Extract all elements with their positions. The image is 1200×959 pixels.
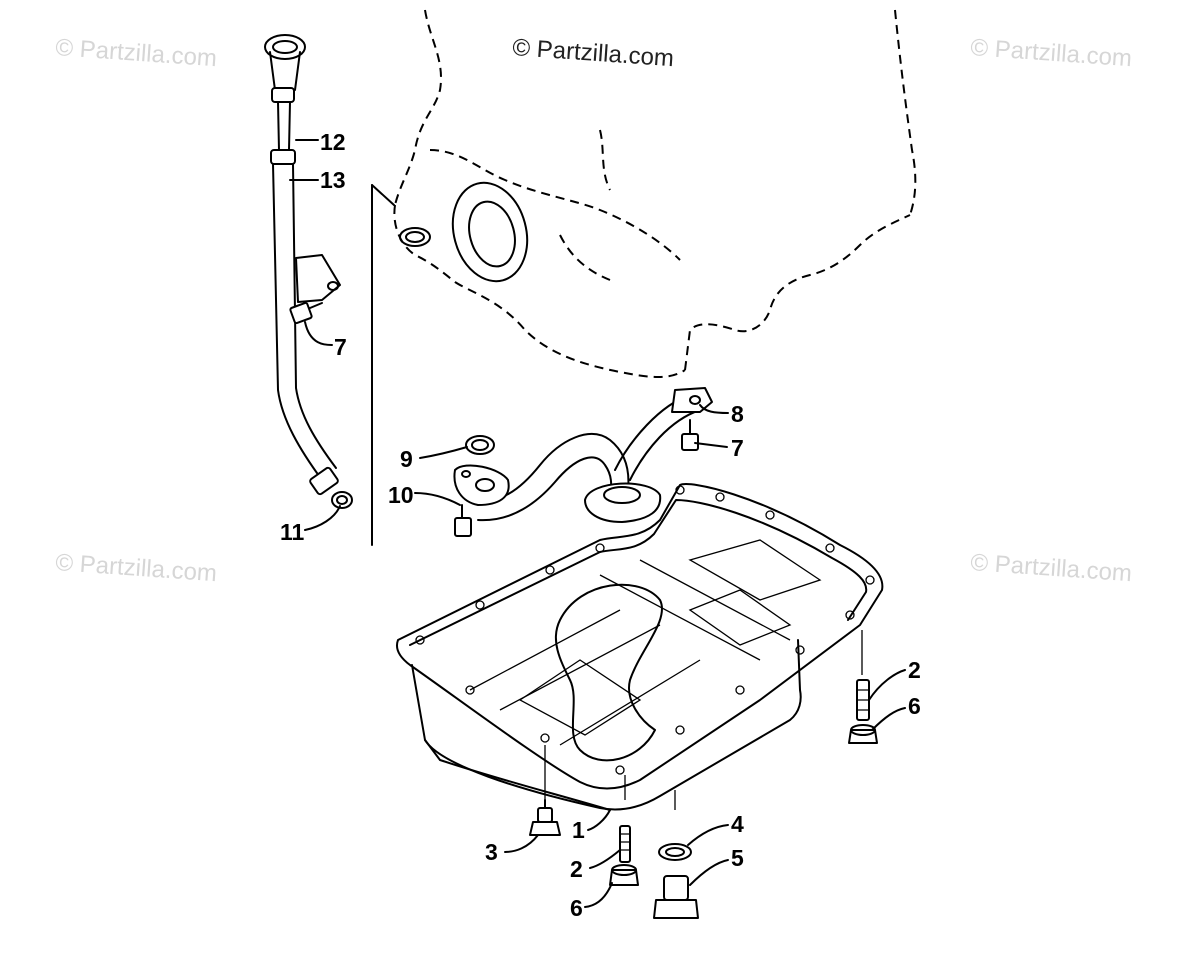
flange-bolt-holes <box>415 485 875 775</box>
callout-labels: 12 13 7 8 7 9 10 11 2 6 4 5 1 2 6 3 <box>280 129 921 921</box>
callout-2-center: 2 <box>570 856 583 882</box>
callout-12: 12 <box>320 129 346 155</box>
callout-3: 3 <box>485 839 498 865</box>
watermark-top-right: © Partzilla.com <box>970 34 1133 72</box>
callout-13: 13 <box>320 167 346 193</box>
callout-6-center: 6 <box>570 895 583 921</box>
callout-7-right: 7 <box>731 435 744 461</box>
leader-lines <box>289 139 906 908</box>
callout-2-right: 2 <box>908 657 921 683</box>
callout-7-left: 7 <box>334 334 347 360</box>
dipstick-assembly <box>264 34 353 509</box>
callout-6-right: 6 <box>908 693 921 719</box>
pan-hardware <box>529 679 878 919</box>
callout-5: 5 <box>731 845 744 871</box>
engine-block-outline <box>371 9 917 546</box>
callout-9: 9 <box>400 446 413 472</box>
callout-1: 1 <box>572 817 585 843</box>
watermark-mid-left: © Partzilla.com <box>55 549 218 587</box>
watermark-mid-right: © Partzilla.com <box>970 549 1133 587</box>
callout-11: 11 <box>280 519 305 545</box>
callout-10: 10 <box>388 482 414 508</box>
callout-8: 8 <box>731 401 744 427</box>
watermark-top-left: © Partzilla.com <box>55 34 218 72</box>
watermark-main: © Partzilla.com <box>512 34 675 72</box>
oil-pan <box>395 483 884 811</box>
callout-4: 4 <box>731 811 744 837</box>
